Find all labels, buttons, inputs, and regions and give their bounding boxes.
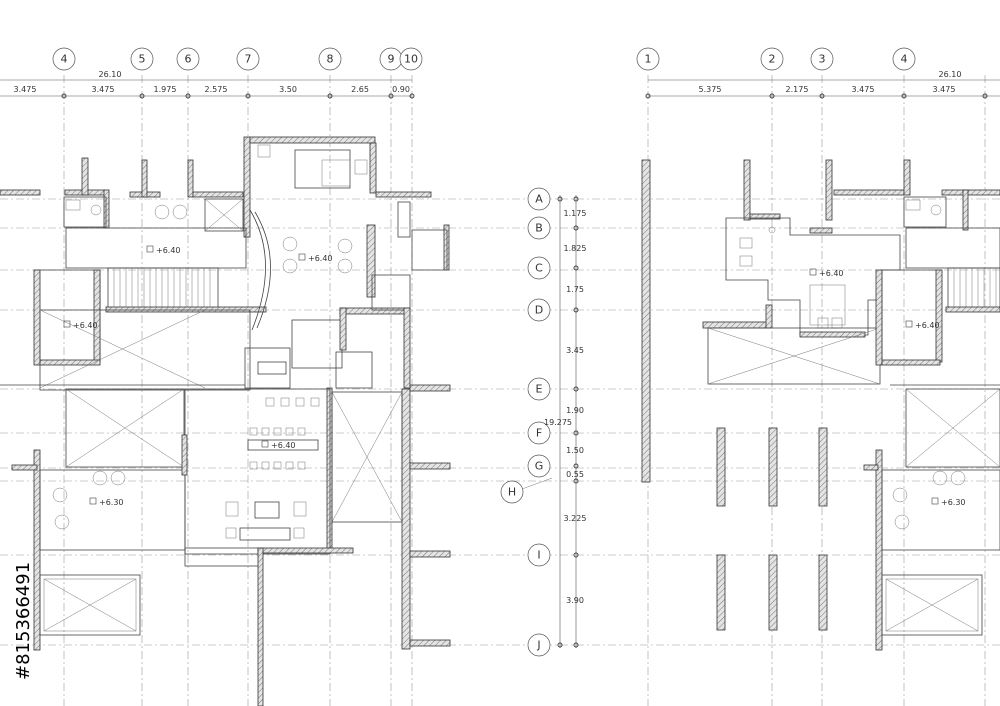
svg-text:6: 6 <box>185 53 192 66</box>
grid-bubble-col-3: 3 <box>810 47 834 71</box>
svg-text:4: 4 <box>61 53 68 66</box>
dining-table <box>247 427 319 470</box>
left-grid-bubbles: 4 5 6 7 8 9 10 <box>52 47 423 71</box>
level-label: +6.40 <box>819 269 844 278</box>
grid-bubble-row-B: B <box>527 216 551 240</box>
stair-treads-right <box>953 268 997 308</box>
left-level-labels: +6.40 +6.40 +6.40 +6.40 +6.30 <box>63 245 333 507</box>
grid-lines <box>0 75 1000 706</box>
svg-text:F: F <box>536 427 542 440</box>
svg-text:1: 1 <box>645 53 652 66</box>
stair-treads <box>113 268 211 308</box>
svg-text:8: 8 <box>327 53 334 66</box>
stock-id-watermark: #815366491 <box>13 562 34 680</box>
left-dimension-strings: 26.10 3.475 3.475 1.975 2.575 3.50 2.65 … <box>0 70 415 99</box>
svg-text:2.575: 2.575 <box>205 85 228 94</box>
level-label: +6.40 <box>271 441 296 450</box>
grid-bubble-col-10: 10 <box>399 47 423 71</box>
svg-text:3.90: 3.90 <box>566 596 584 605</box>
svg-text:E: E <box>536 383 543 396</box>
svg-text:D: D <box>535 304 543 317</box>
svg-text:0.90: 0.90 <box>392 85 410 94</box>
svg-text:3.475: 3.475 <box>852 85 875 94</box>
grid-bubble-row-E: E <box>527 377 551 401</box>
svg-text:C: C <box>535 262 543 275</box>
left-floor-plan <box>0 136 451 706</box>
svg-text:2.175: 2.175 <box>786 85 809 94</box>
svg-text:5.375: 5.375 <box>699 85 722 94</box>
svg-text:1.975: 1.975 <box>154 85 177 94</box>
grid-bubble-col-4-right: 4 <box>892 47 916 71</box>
grid-bubble-col-9: 9 <box>379 47 403 71</box>
grid-bubble-col-7: 7 <box>236 47 260 71</box>
grid-bubble-row-F: F <box>527 421 551 445</box>
svg-text:4: 4 <box>901 53 908 66</box>
overall-dimension-left: 26.10 <box>99 70 122 79</box>
level-label: +6.30 <box>941 498 966 507</box>
grid-bubble-row-H: H <box>500 480 524 504</box>
svg-text:1.75: 1.75 <box>566 285 584 294</box>
svg-text:2: 2 <box>769 53 776 66</box>
svg-text:1.175: 1.175 <box>564 209 587 218</box>
svg-text:B: B <box>535 222 543 235</box>
grid-bubble-row-D: D <box>527 298 551 322</box>
overall-dimension-rows: 19.275 <box>544 418 572 427</box>
svg-text:H: H <box>508 486 516 499</box>
row-dimension-strings: 1.175 1.825 1.75 3.45 1.90 1.50 0.55 3.2… <box>544 195 586 648</box>
svg-text:3: 3 <box>819 53 826 66</box>
svg-text:3.475: 3.475 <box>933 85 956 94</box>
svg-text:3.475: 3.475 <box>92 85 115 94</box>
svg-text:3.475: 3.475 <box>14 85 37 94</box>
right-dimension-strings: 26.10 5.375 2.175 3.475 3.475 <box>645 70 1000 99</box>
svg-text:3.225: 3.225 <box>564 514 587 523</box>
svg-text:1.50: 1.50 <box>566 446 584 455</box>
overall-dimension-right: 26.10 <box>939 70 962 79</box>
svg-text:3.50: 3.50 <box>279 85 297 94</box>
grid-bubble-row-A: A <box>527 187 551 211</box>
right-grid-bubbles: 1 2 3 4 <box>636 47 916 71</box>
svg-text:5: 5 <box>139 53 146 66</box>
level-label: +6.40 <box>156 246 181 255</box>
grid-bubble-row-I: I <box>527 543 551 567</box>
grid-bubble-row-J: J <box>527 633 551 657</box>
level-label: +6.40 <box>915 321 940 330</box>
level-label: +6.40 <box>73 321 98 330</box>
svg-text:I: I <box>537 549 540 562</box>
svg-text:A: A <box>535 193 543 206</box>
grid-bubble-col-5: 5 <box>130 47 154 71</box>
grid-bubble-row-G: G <box>527 454 551 478</box>
right-floor-plan <box>641 159 1000 651</box>
grid-bubble-col-4: 4 <box>52 47 76 71</box>
grid-bubble-col-8: 8 <box>318 47 342 71</box>
svg-text:10: 10 <box>404 53 418 66</box>
svg-text:1.90: 1.90 <box>566 406 584 415</box>
svg-text:G: G <box>535 460 544 473</box>
grid-bubble-col-6: 6 <box>176 47 200 71</box>
svg-text:9: 9 <box>388 53 395 66</box>
grid-bubble-row-C: C <box>527 256 551 280</box>
row-grid-bubbles: A B C D E F G H I J <box>500 187 553 657</box>
svg-text:3.45: 3.45 <box>566 346 584 355</box>
svg-text:0.55: 0.55 <box>566 470 584 479</box>
svg-text:2.65: 2.65 <box>351 85 369 94</box>
grid-bubble-col-1: 1 <box>636 47 660 71</box>
level-label: +6.30 <box>99 498 124 507</box>
grid-bubble-col-2: 2 <box>760 47 784 71</box>
right-level-labels: +6.40 +6.40 +6.30 <box>809 268 966 507</box>
svg-text:7: 7 <box>245 53 252 66</box>
svg-text:J: J <box>536 639 540 652</box>
svg-text:1.825: 1.825 <box>564 244 587 253</box>
level-label: +6.40 <box>308 254 333 263</box>
